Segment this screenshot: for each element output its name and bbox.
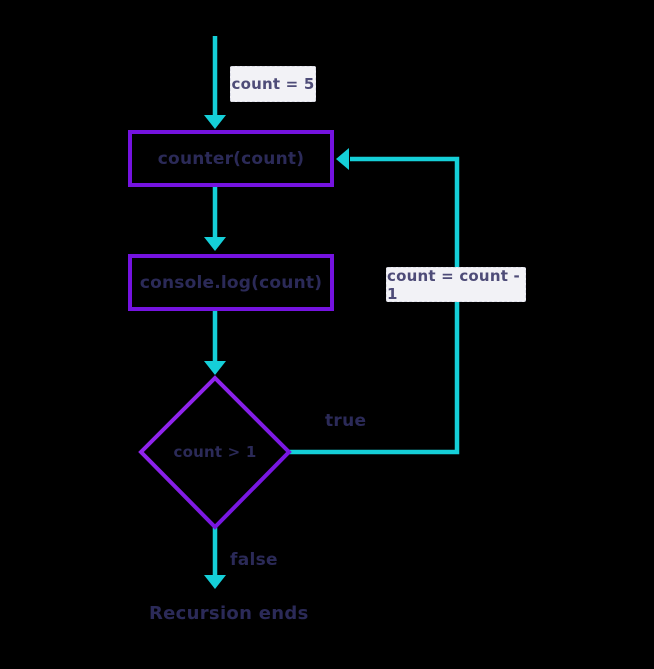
- false-branch-arrowhead-icon: [204, 575, 226, 589]
- counter-node-label: counter(count): [157, 148, 305, 169]
- start-value-label: count = 5: [230, 66, 316, 102]
- true-branch-label: true: [325, 411, 367, 431]
- decrement-text: count = count - 1: [387, 266, 520, 303]
- entry-arrowhead-icon: [204, 115, 226, 129]
- decision-diamond: [138, 375, 292, 530]
- recursion-ends-label: Recursion ends: [149, 603, 309, 624]
- console-log-node-label: console.log(count): [139, 272, 323, 293]
- decrement-label: count = count - 1: [386, 266, 526, 303]
- console-to-decision-arrowhead-icon: [204, 361, 226, 375]
- console-log-node: console.log(count): [128, 254, 334, 311]
- true-loop-arrowhead-icon: [336, 148, 349, 170]
- decision-label: count > 1: [173, 443, 257, 461]
- counter-to-console-arrowhead-icon: [204, 237, 226, 251]
- true-loop-line: [289, 156, 460, 455]
- counter-node: counter(count): [128, 130, 334, 187]
- false-branch-label: false: [230, 550, 278, 570]
- start-value-text: count = 5: [231, 75, 315, 93]
